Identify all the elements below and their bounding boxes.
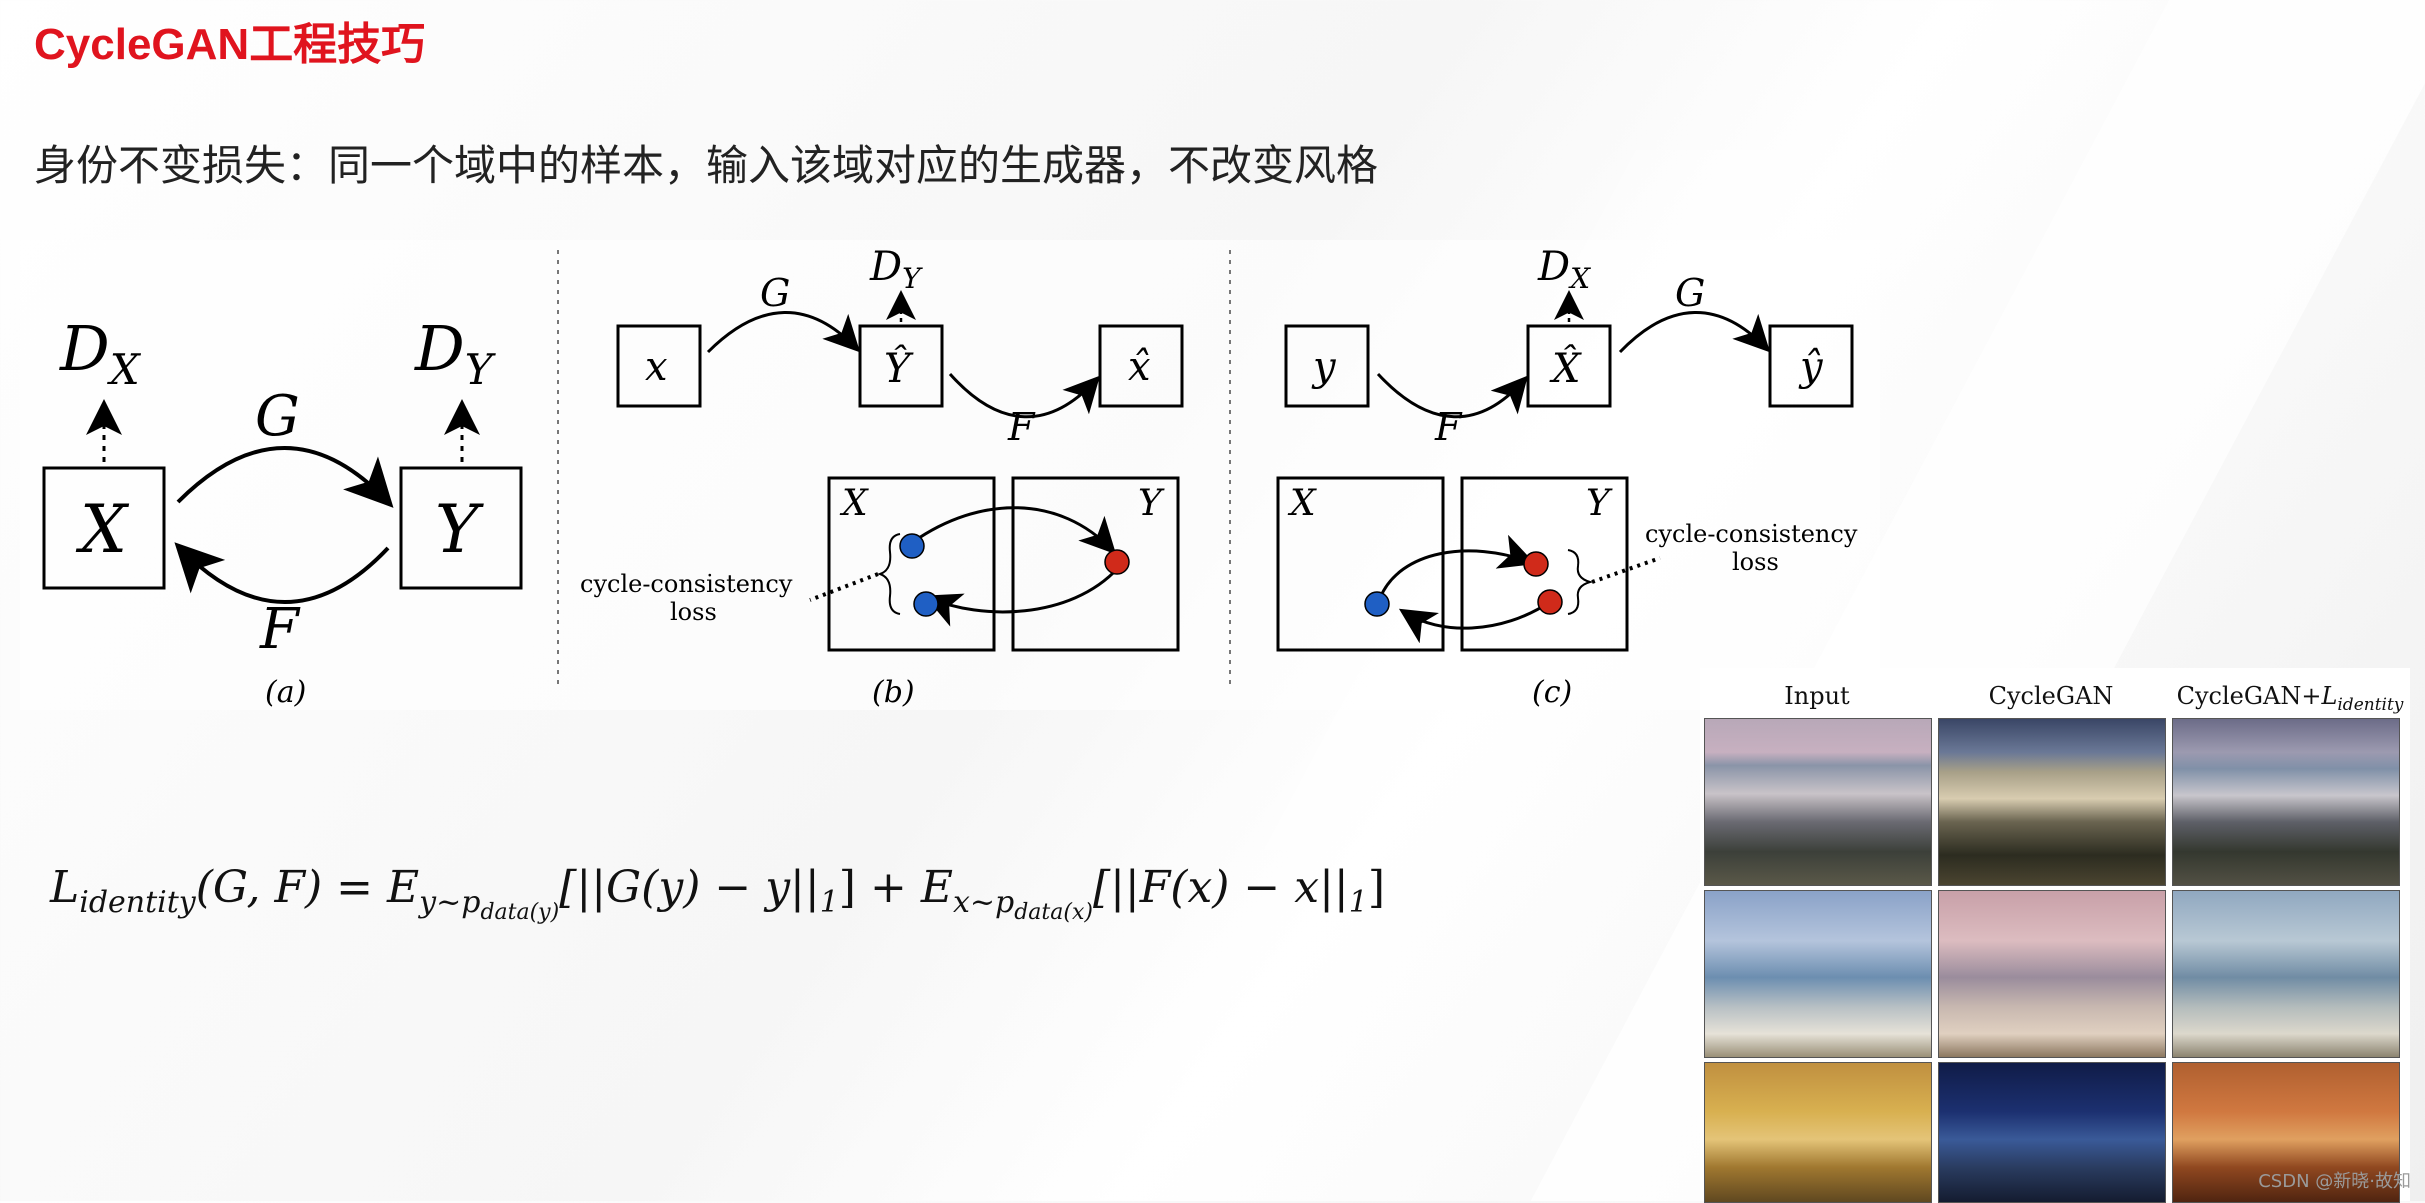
column-header-input: Input	[1704, 682, 1930, 710]
slide-subtitle: 身份不变损失：同一个域中的样本，输入该域对应的生成器，不改变风格	[34, 132, 1378, 193]
blue-dot	[900, 534, 924, 558]
image-identity-row1	[2172, 718, 2400, 886]
loss-label-c-line2: loss	[1732, 548, 1779, 576]
domain-x-label-b: X	[839, 483, 869, 524]
column-header-cyclegan: CycleGAN	[1938, 682, 2164, 710]
domain-x-label-c: X	[1287, 483, 1317, 524]
image-input-row1	[1704, 718, 1932, 886]
y-hat-label: Ŷ	[884, 345, 914, 392]
blue-dot	[914, 592, 938, 616]
watermark: CSDN @新晓·故知	[2258, 1167, 2411, 1193]
slide-title: CycleGAN工程技巧	[34, 8, 425, 72]
y-hat-label-c: ŷ	[1798, 344, 1824, 390]
arrow-f-label-b: F	[1007, 405, 1036, 449]
arrow-g-label-b: G	[760, 271, 790, 315]
caption-a: (a)	[265, 675, 306, 710]
column-header-cyclegan-identity: CycleGAN+Lidentity	[2172, 682, 2408, 715]
node-y-label: Y	[435, 491, 484, 568]
image-cyclegan-row1	[1938, 718, 2166, 886]
red-dot	[1105, 550, 1129, 574]
input-y-label: y	[1311, 344, 1337, 390]
caption-b: (b)	[872, 675, 915, 710]
blue-dot	[1365, 592, 1389, 616]
red-dot	[1524, 552, 1548, 576]
red-dot	[1538, 590, 1562, 614]
loss-label-b-line2: loss	[670, 598, 717, 626]
image-identity-row2	[2172, 890, 2400, 1058]
arrow-g-label: G	[255, 384, 300, 449]
identity-loss-formula: Lidentity(G, F) = Ey~pdata(y)[||G(y) − y…	[50, 862, 1385, 925]
arrow-f-label: F	[259, 597, 301, 662]
domain-y-label-c: Y	[1586, 483, 1613, 524]
results-figure: Input CycleGAN CycleGAN+Lidentity	[1700, 668, 2410, 1201]
x-hat-label: x̂	[1128, 344, 1151, 390]
loss-label-c-line1: cycle-consistency	[1645, 520, 1858, 548]
domain-y-label-b: Y	[1138, 483, 1165, 524]
input-x-label: x	[645, 344, 668, 390]
image-cyclegan-row2	[1938, 890, 2166, 1058]
loss-label-b-line1: cycle-consistency	[580, 570, 793, 598]
image-cyclegan-row3	[1938, 1062, 2166, 1203]
cyclegan-diagram: DX DY X Y G F (a) x Ŷ x̂ DY G F X Y	[20, 240, 1900, 710]
caption-c: (c)	[1532, 675, 1572, 710]
x-hat-label-c: X̂	[1549, 346, 1582, 392]
image-input-row2	[1704, 890, 1932, 1058]
arrow-g-label-c: G	[1675, 271, 1705, 315]
arrow-f-label-c: F	[1434, 405, 1463, 449]
image-input-row3	[1704, 1062, 1932, 1203]
node-x-label: X	[75, 491, 130, 568]
